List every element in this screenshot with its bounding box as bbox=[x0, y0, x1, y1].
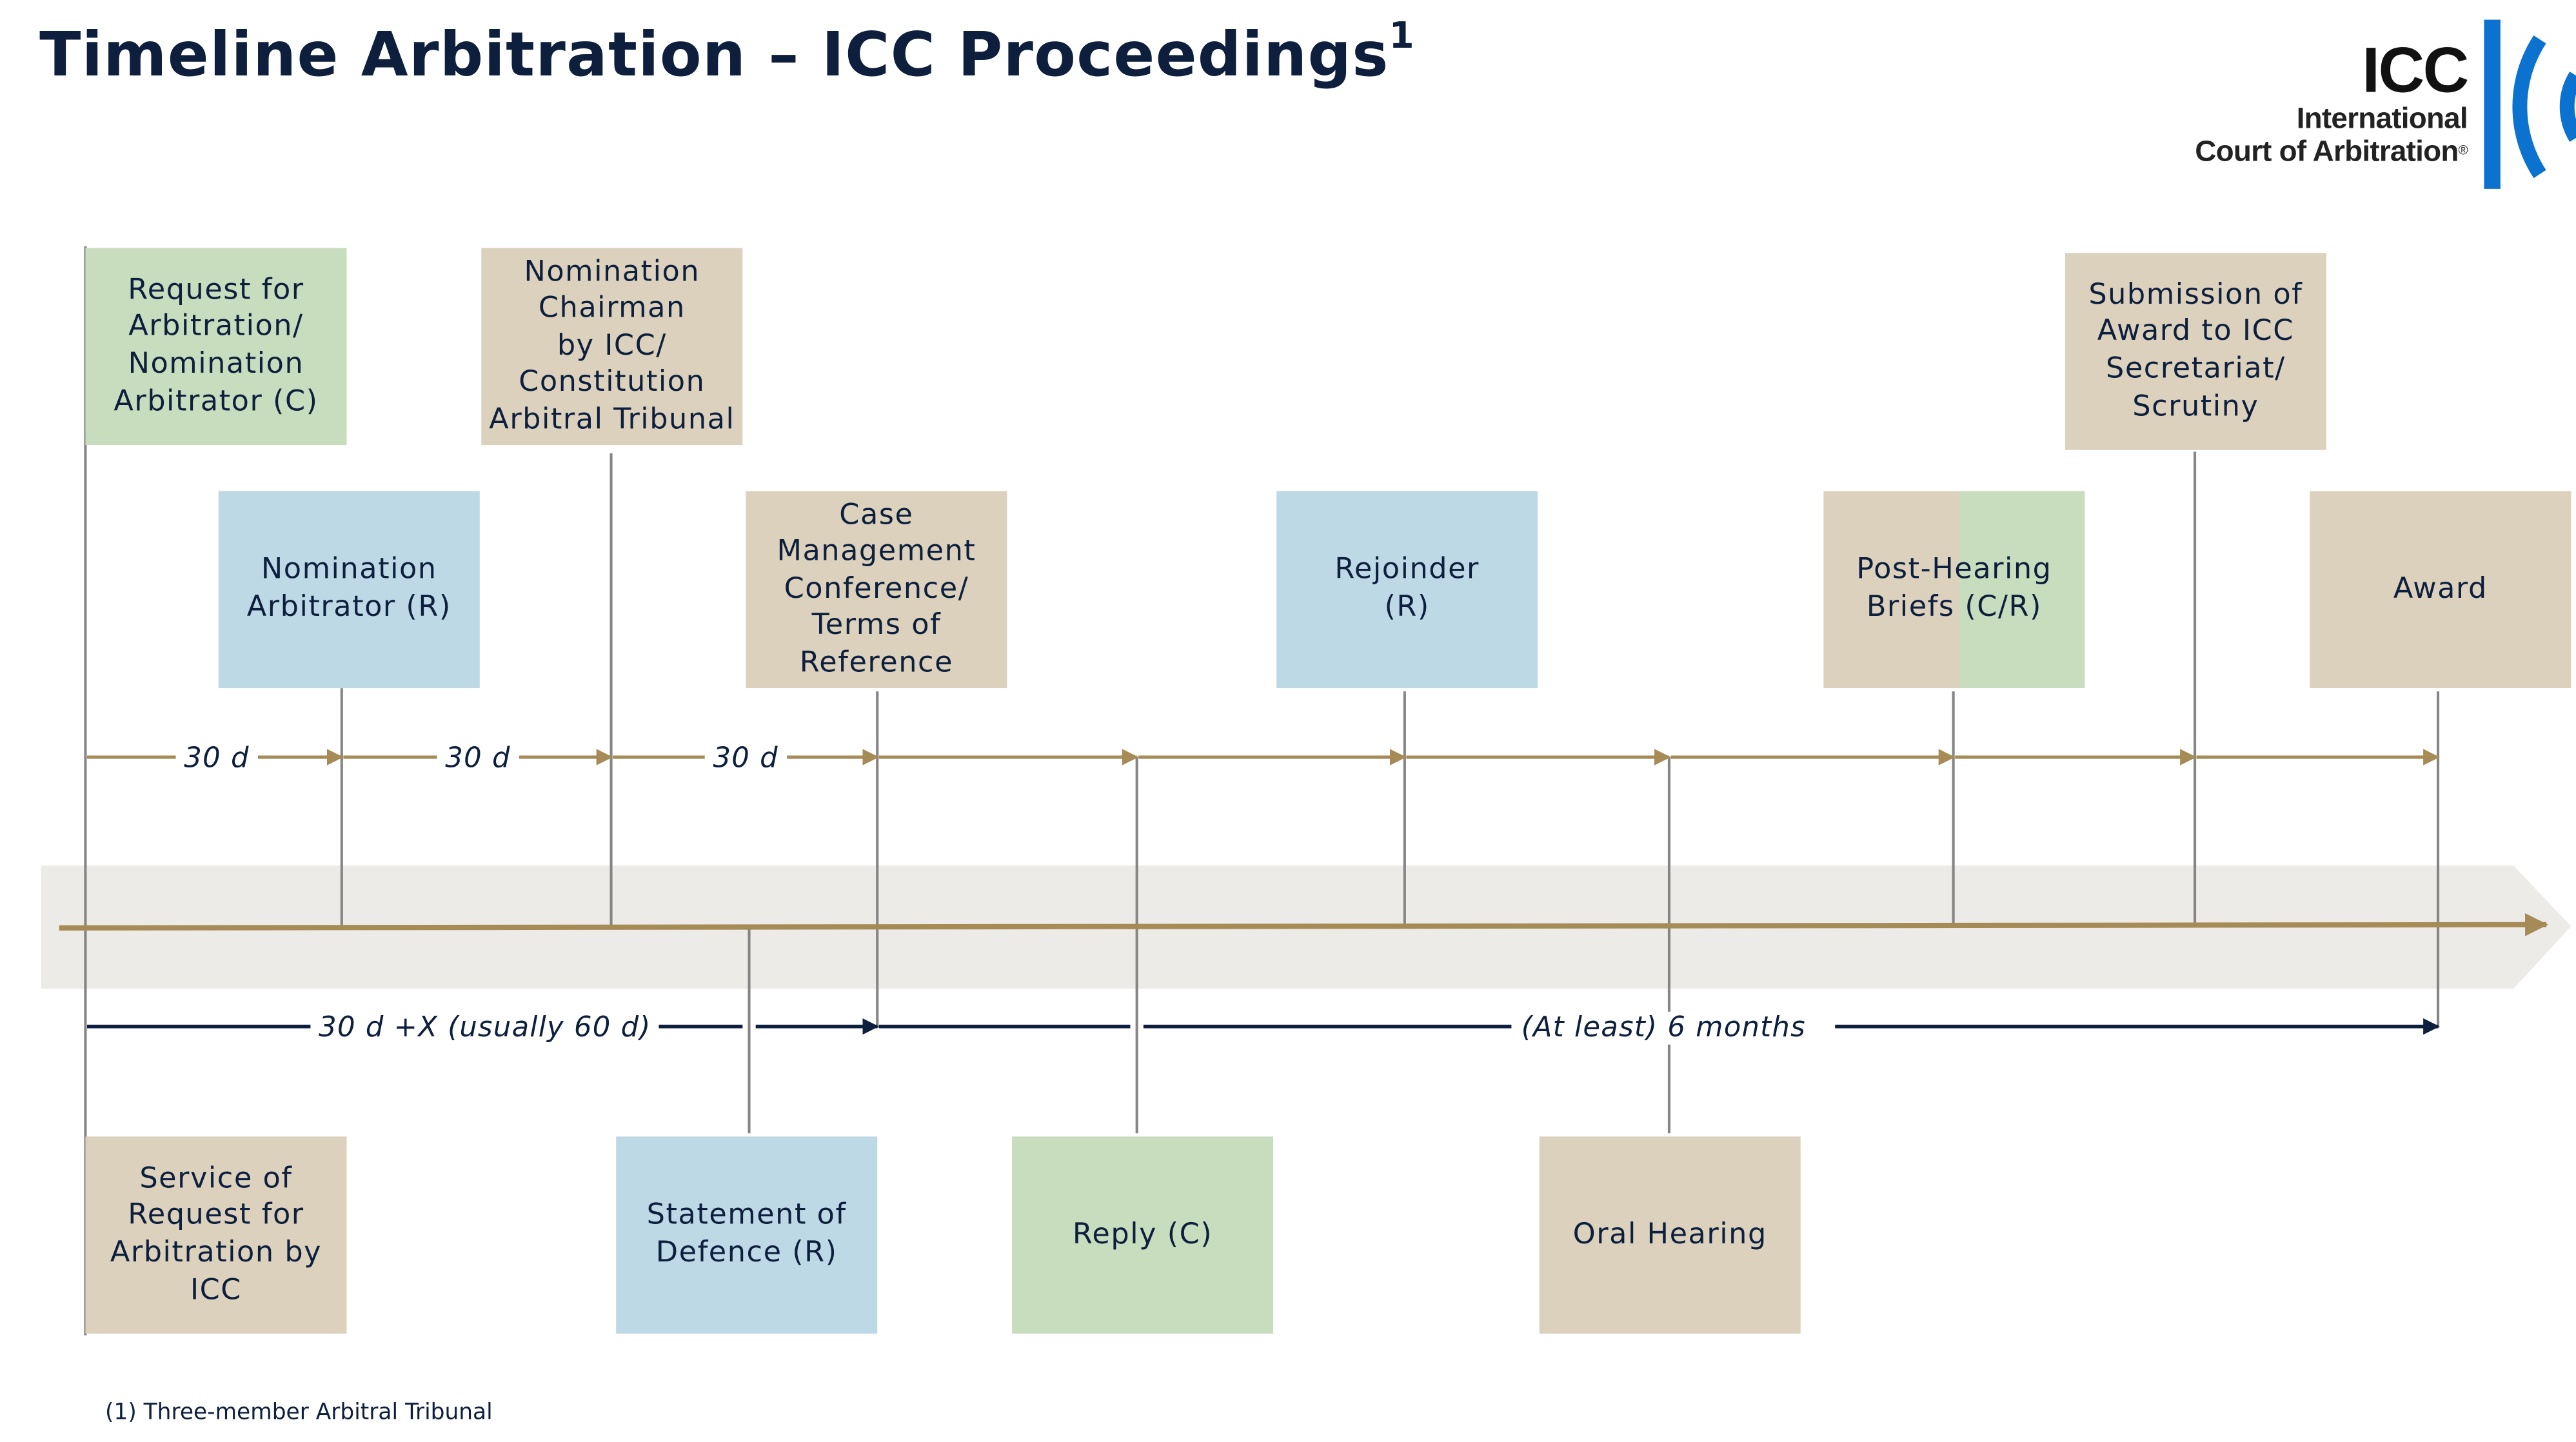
step-label: Award bbox=[2393, 573, 2488, 606]
logo-bar bbox=[2484, 19, 2501, 189]
step-case-management-conference: Case Management Conference/ Terms of Ref… bbox=[746, 491, 1007, 689]
step-label: Nomination Chairman by ICC/ Constitution… bbox=[489, 255, 735, 437]
duration-label-statement-period: 30 d +X (usually 60 d) bbox=[310, 1011, 660, 1045]
duration-label-2: 30 d bbox=[437, 742, 519, 776]
step-label: Statement of Defence (R) bbox=[646, 1200, 847, 1270]
logo-acronym: ICC bbox=[2362, 36, 2469, 107]
step-rejoinder: Rejoinder (R) bbox=[1276, 491, 1538, 689]
duration-label-1: 30 d bbox=[175, 742, 258, 776]
step-label: Service of Request for Arbitration by IC… bbox=[110, 1162, 322, 1307]
logo-arc-inner bbox=[2559, 72, 2576, 142]
logo-arc-outer bbox=[2512, 35, 2546, 179]
step-label: Nomination Arbitrator (R) bbox=[246, 554, 451, 624]
step-label: Post-Hearing Briefs (C/R) bbox=[1856, 554, 2052, 624]
step-nomination-chairman: Nomination Chairman by ICC/ Constitution… bbox=[481, 248, 743, 446]
main-timeline-arrow bbox=[59, 913, 2548, 936]
duration-label-3: 30 d bbox=[704, 742, 787, 776]
title-text: Timeline Arbitration – ICC Proceedings bbox=[39, 19, 1389, 91]
icc-signal-icon bbox=[2484, 19, 2576, 189]
step-label: Rejoinder (R) bbox=[1334, 554, 1480, 624]
step-oral-hearing: Oral Hearing bbox=[1539, 1136, 1801, 1334]
step-submission-of-award: Submission of Award to ICC Secretariat/ … bbox=[2065, 253, 2326, 450]
logo-line-2: Court of Arbitration® bbox=[2195, 135, 2468, 168]
footnote: (1) Three-member Arbitral Tribunal bbox=[105, 1399, 493, 1426]
title-footnote-marker: 1 bbox=[1389, 16, 1415, 58]
step-label: Case Management Conference/ Terms of Ref… bbox=[777, 498, 976, 680]
step-reply: Reply (C) bbox=[1012, 1136, 1274, 1334]
step-nomination-arbitrator-r: Nomination Arbitrator (R) bbox=[218, 491, 480, 689]
step-label: Submission of Award to ICC Secretariat/ … bbox=[2088, 279, 2303, 424]
step-post-hearing-briefs: Post-Hearing Briefs (C/R) bbox=[1823, 491, 2085, 689]
step-label: Oral Hearing bbox=[1572, 1218, 1767, 1251]
step-label: Reply (C) bbox=[1072, 1218, 1213, 1251]
logo-line-1: International bbox=[2296, 101, 2468, 135]
page-title: Timeline Arbitration – ICC Proceedings1 bbox=[39, 16, 1415, 91]
logo-line-2-text: Court of Arbitration bbox=[2195, 134, 2459, 168]
icc-logo: ICC International Court of Arbitration® bbox=[2119, 16, 2576, 193]
step-statement-of-defence: Statement of Defence (R) bbox=[616, 1136, 878, 1334]
duration-label-hearing-period: (At least) 6 months bbox=[1511, 1011, 1836, 1045]
registered-mark: ® bbox=[2458, 143, 2468, 158]
step-service-of-request: Service of Request for Arbitration by IC… bbox=[85, 1136, 347, 1334]
step-label: Request for Arbitration/ Nomination Arbi… bbox=[114, 273, 319, 419]
step-award: Award bbox=[2310, 491, 2571, 689]
step-request-for-arbitration: Request for Arbitration/ Nomination Arbi… bbox=[85, 248, 347, 446]
